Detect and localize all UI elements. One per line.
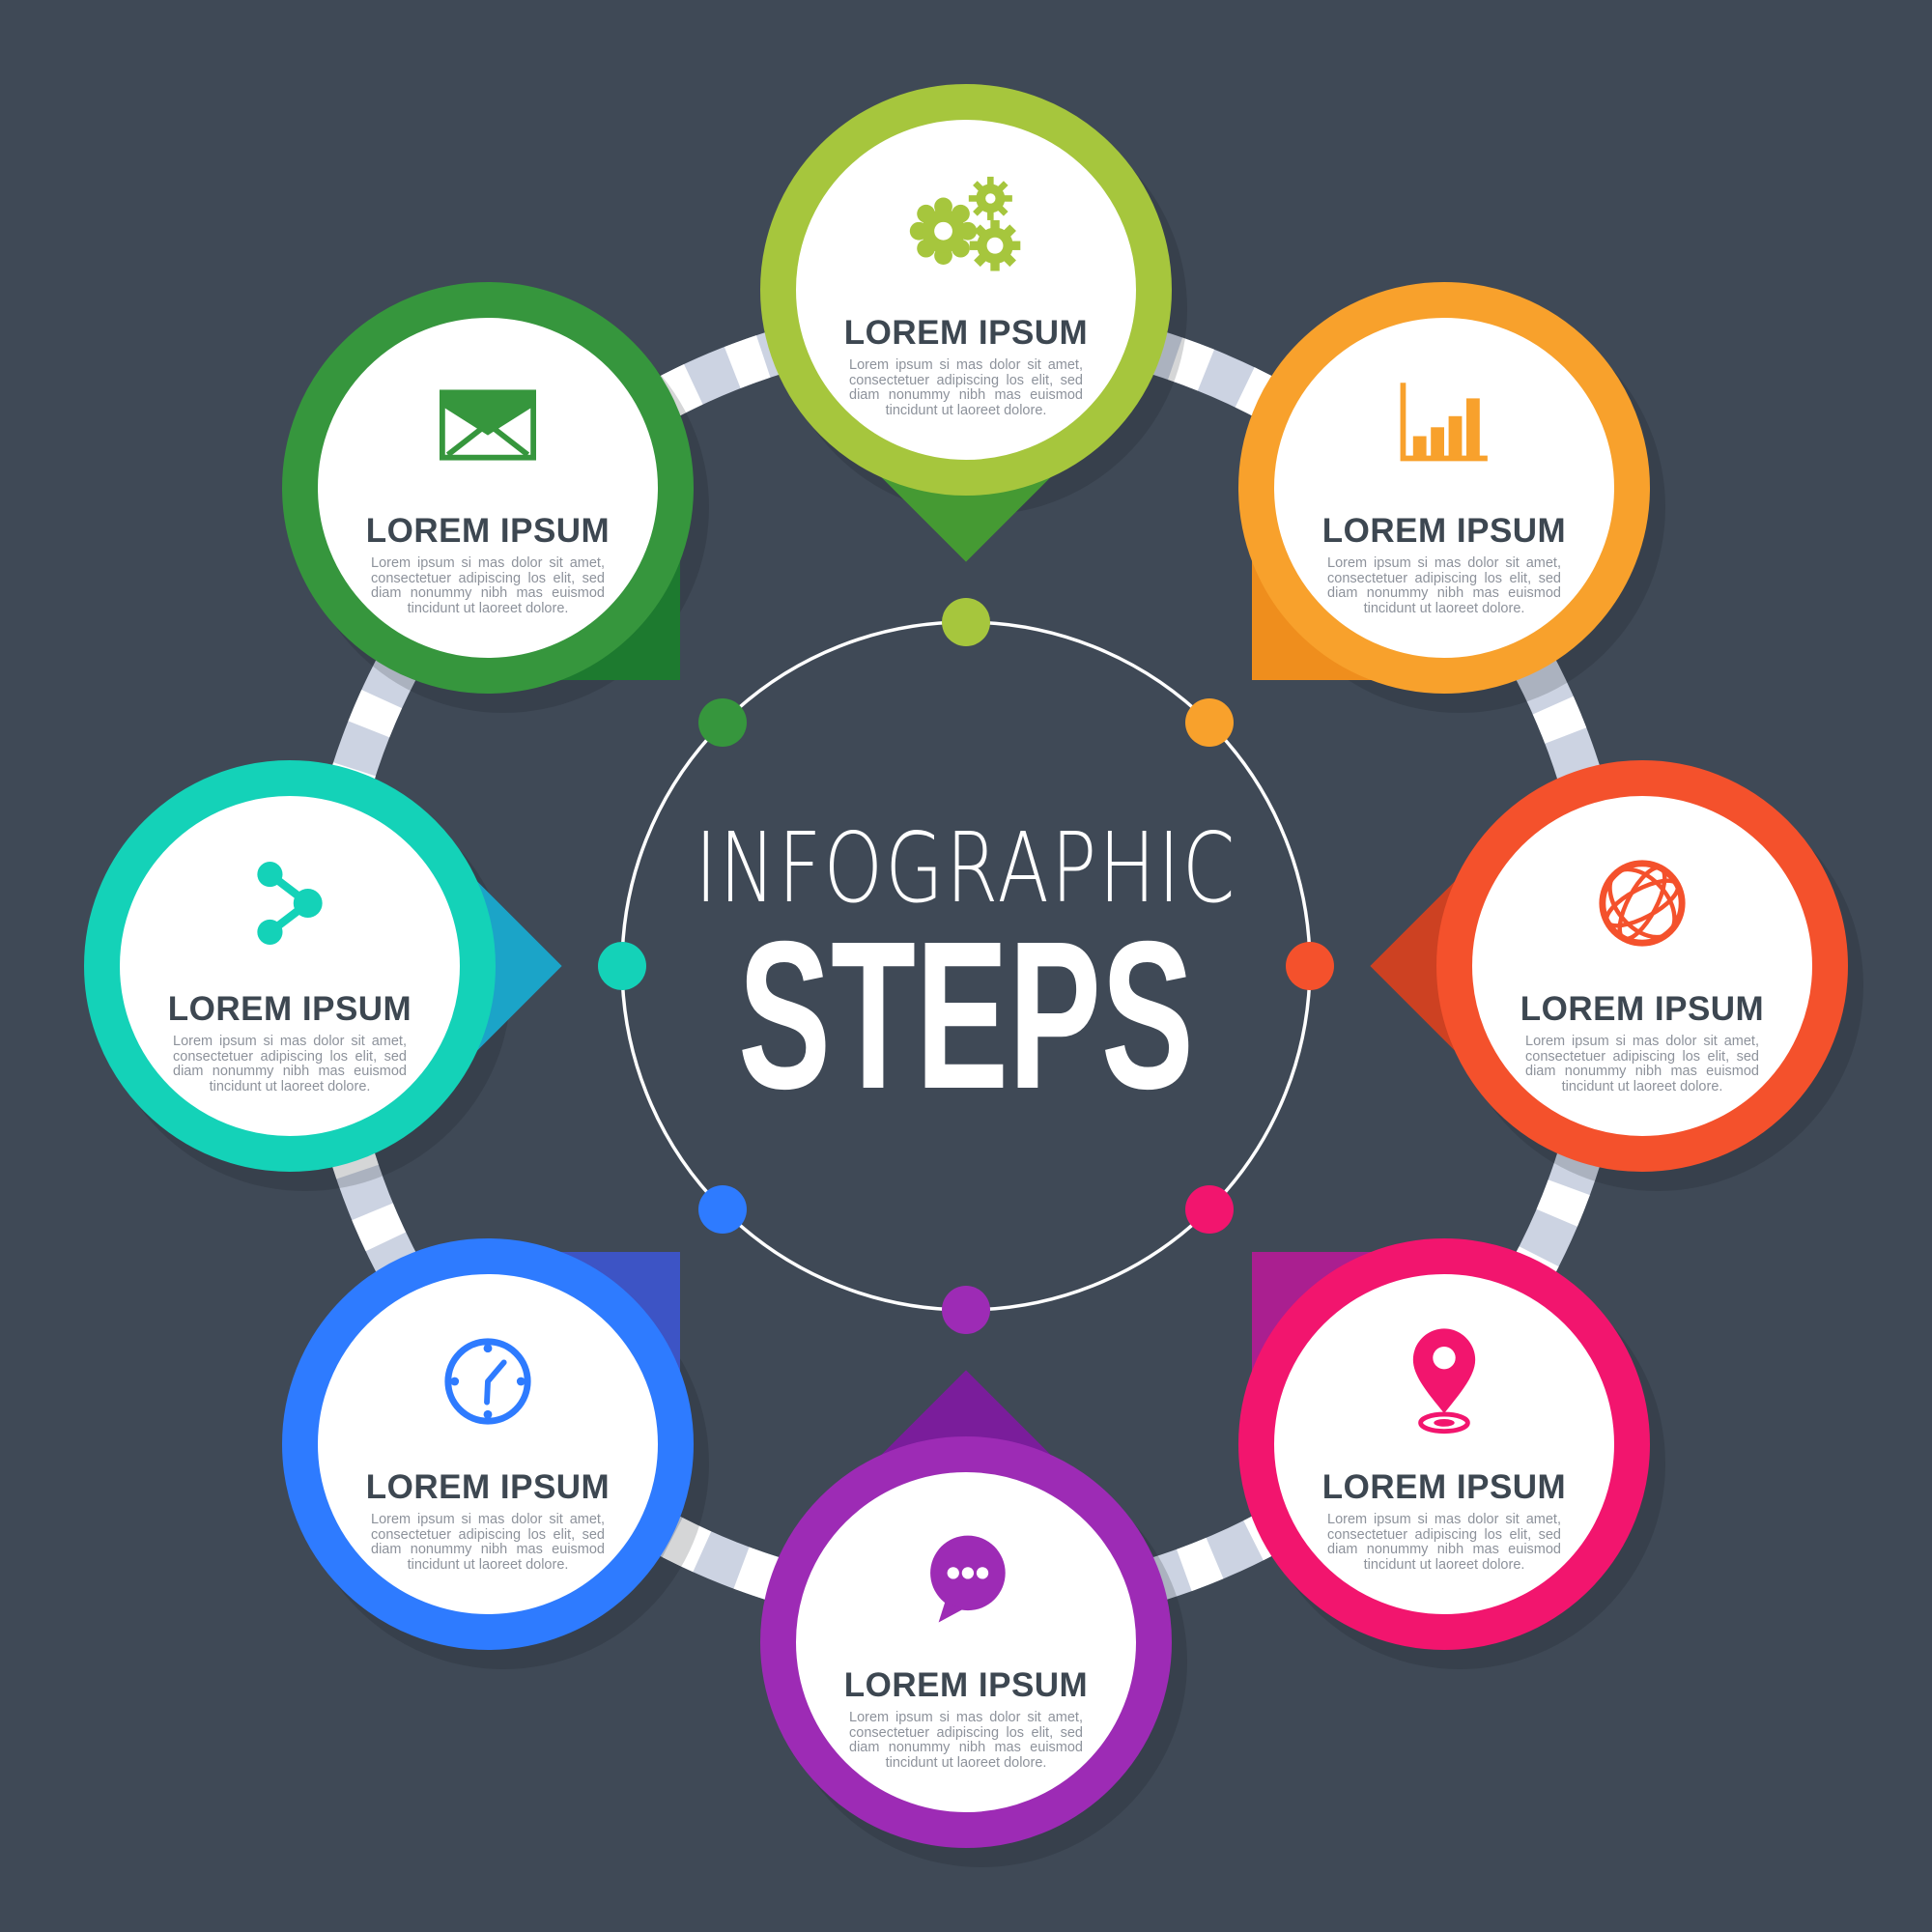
location-pin-icon [1406,1326,1482,1437]
step-top-left: LOREM IPSUM Lorem ipsum si mas dolor sit… [282,282,709,713]
step-bottom: LOREM IPSUM Lorem ipsum si mas dolor sit… [760,1370,1187,1867]
step-heading: LOREM IPSUM [843,314,1089,352]
inner-dot-left [598,942,646,990]
step-body: Lorem ipsum si mas dolor sit amet, conse… [1327,555,1561,616]
step-heading: LOREM IPSUM [1321,512,1567,550]
title-line-1: INFOGRAPHIC [695,811,1237,924]
step-body: Lorem ipsum si mas dolor sit amet, conse… [849,357,1083,418]
step-body: Lorem ipsum si mas dolor sit amet, conse… [371,1512,605,1573]
inner-dot-bottom-left [698,1185,747,1234]
step-top-right: LOREM IPSUM Lorem ipsum si mas dolor sit… [1238,282,1665,713]
step-body: Lorem ipsum si mas dolor sit amet, conse… [371,555,605,616]
envelope-icon [440,389,536,461]
share-icon [248,858,331,949]
inner-dot-right [1286,942,1334,990]
step-heading: LOREM IPSUM [843,1666,1089,1704]
step-left: LOREM IPSUM Lorem ipsum si mas dolor sit… [84,760,562,1191]
step-bottom-left: LOREM IPSUM Lorem ipsum si mas dolor sit… [282,1238,709,1669]
step-body: Lorem ipsum si mas dolor sit amet, conse… [1525,1034,1759,1094]
clock-icon [440,1334,535,1429]
step-heading: LOREM IPSUM [1520,990,1765,1028]
gears-icon [907,175,1025,279]
step-heading: LOREM IPSUM [167,990,412,1028]
inner-dot-top [942,598,990,646]
step-heading: LOREM IPSUM [1321,1468,1567,1506]
step-body: Lorem ipsum si mas dolor sit amet, conse… [849,1710,1083,1771]
step-body: Lorem ipsum si mas dolor sit amet, conse… [173,1034,407,1094]
center-title: INFOGRAPHIC STEPS [618,811,1314,1133]
bar-chart-icon [1394,381,1494,469]
title-line-2: STEPS [738,898,1194,1133]
step-top: LOREM IPSUM Lorem ipsum si mas dolor sit… [760,84,1187,562]
inner-dot-bottom [942,1286,990,1334]
inner-dot-top-right [1185,698,1234,747]
inner-dot-top-left [698,698,747,747]
step-heading: LOREM IPSUM [365,1468,611,1506]
step-right: LOREM IPSUM Lorem ipsum si mas dolor sit… [1370,760,1863,1191]
step-bottom-right: LOREM IPSUM Lorem ipsum si mas dolor sit… [1238,1238,1665,1669]
globe-icon [1595,856,1690,951]
chat-bubble-icon [915,1532,1017,1627]
step-body: Lorem ipsum si mas dolor sit amet, conse… [1327,1512,1561,1573]
inner-dot-bottom-right [1185,1185,1234,1234]
step-heading: LOREM IPSUM [365,512,611,550]
